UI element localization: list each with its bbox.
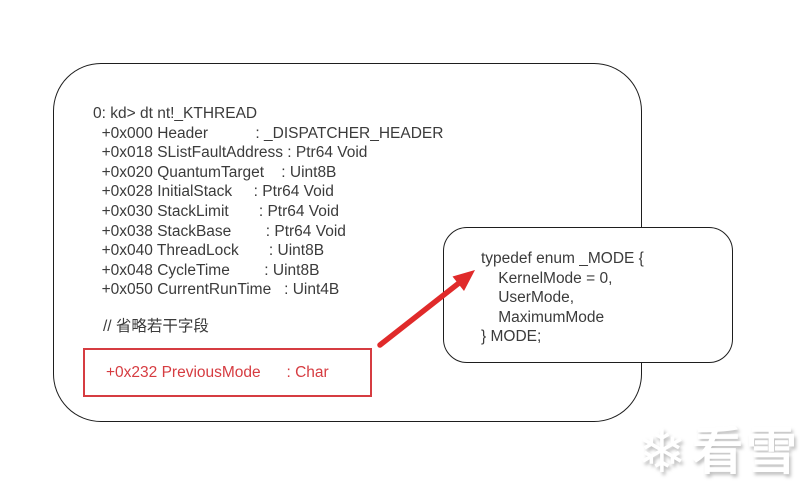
code-line: +0x018 SListFaultAddress : Ptr64 Void xyxy=(93,144,368,162)
watermark-brand-text: 看雪 xyxy=(691,423,800,480)
previousmode-highlight-box: +0x232 PreviousMode : Char xyxy=(83,348,372,397)
mode-enum-panel xyxy=(443,227,733,363)
snowflake-icon: ❄ xyxy=(636,418,687,485)
omitted-fields-comment: // 省略若干字段 xyxy=(103,318,209,335)
previousmode-field: +0x232 PreviousMode : Char xyxy=(106,363,329,381)
windbg-output: 0: kd> dt nt!_KTHREAD +0x000 Header : _D… xyxy=(93,104,443,300)
code-line: +0x028 InitialStack : Ptr64 Void xyxy=(93,183,334,201)
mode-enum-code: typedef enum _MODE { KernelMode = 0, Use… xyxy=(481,249,644,347)
code-line: 0: kd> dt nt!_KTHREAD xyxy=(93,105,258,122)
code-line: +0x030 StackLimit : Ptr64 Void xyxy=(93,202,339,220)
code-line: UserMode, xyxy=(481,289,575,307)
code-line: } MODE; xyxy=(481,328,542,346)
code-line: +0x050 CurrentRunTime : Uint4B xyxy=(93,281,340,299)
watermark: ❄ 看雪 xyxy=(637,422,800,482)
code-line: KernelMode = 0, xyxy=(481,269,613,287)
code-line: +0x048 CycleTime : Uint8B xyxy=(93,261,320,279)
arrow-icon xyxy=(377,270,475,348)
code-line: +0x038 StackBase : Ptr64 Void xyxy=(93,222,346,240)
code-line: +0x000 Header : _DISPATCHER_HEADER xyxy=(93,124,444,142)
code-line: MaximumMode xyxy=(481,308,605,326)
code-line: +0x020 QuantumTarget : Uint8B xyxy=(93,163,337,181)
code-line: +0x040 ThreadLock : Uint8B xyxy=(93,242,325,260)
code-line: typedef enum _MODE { xyxy=(481,250,644,267)
